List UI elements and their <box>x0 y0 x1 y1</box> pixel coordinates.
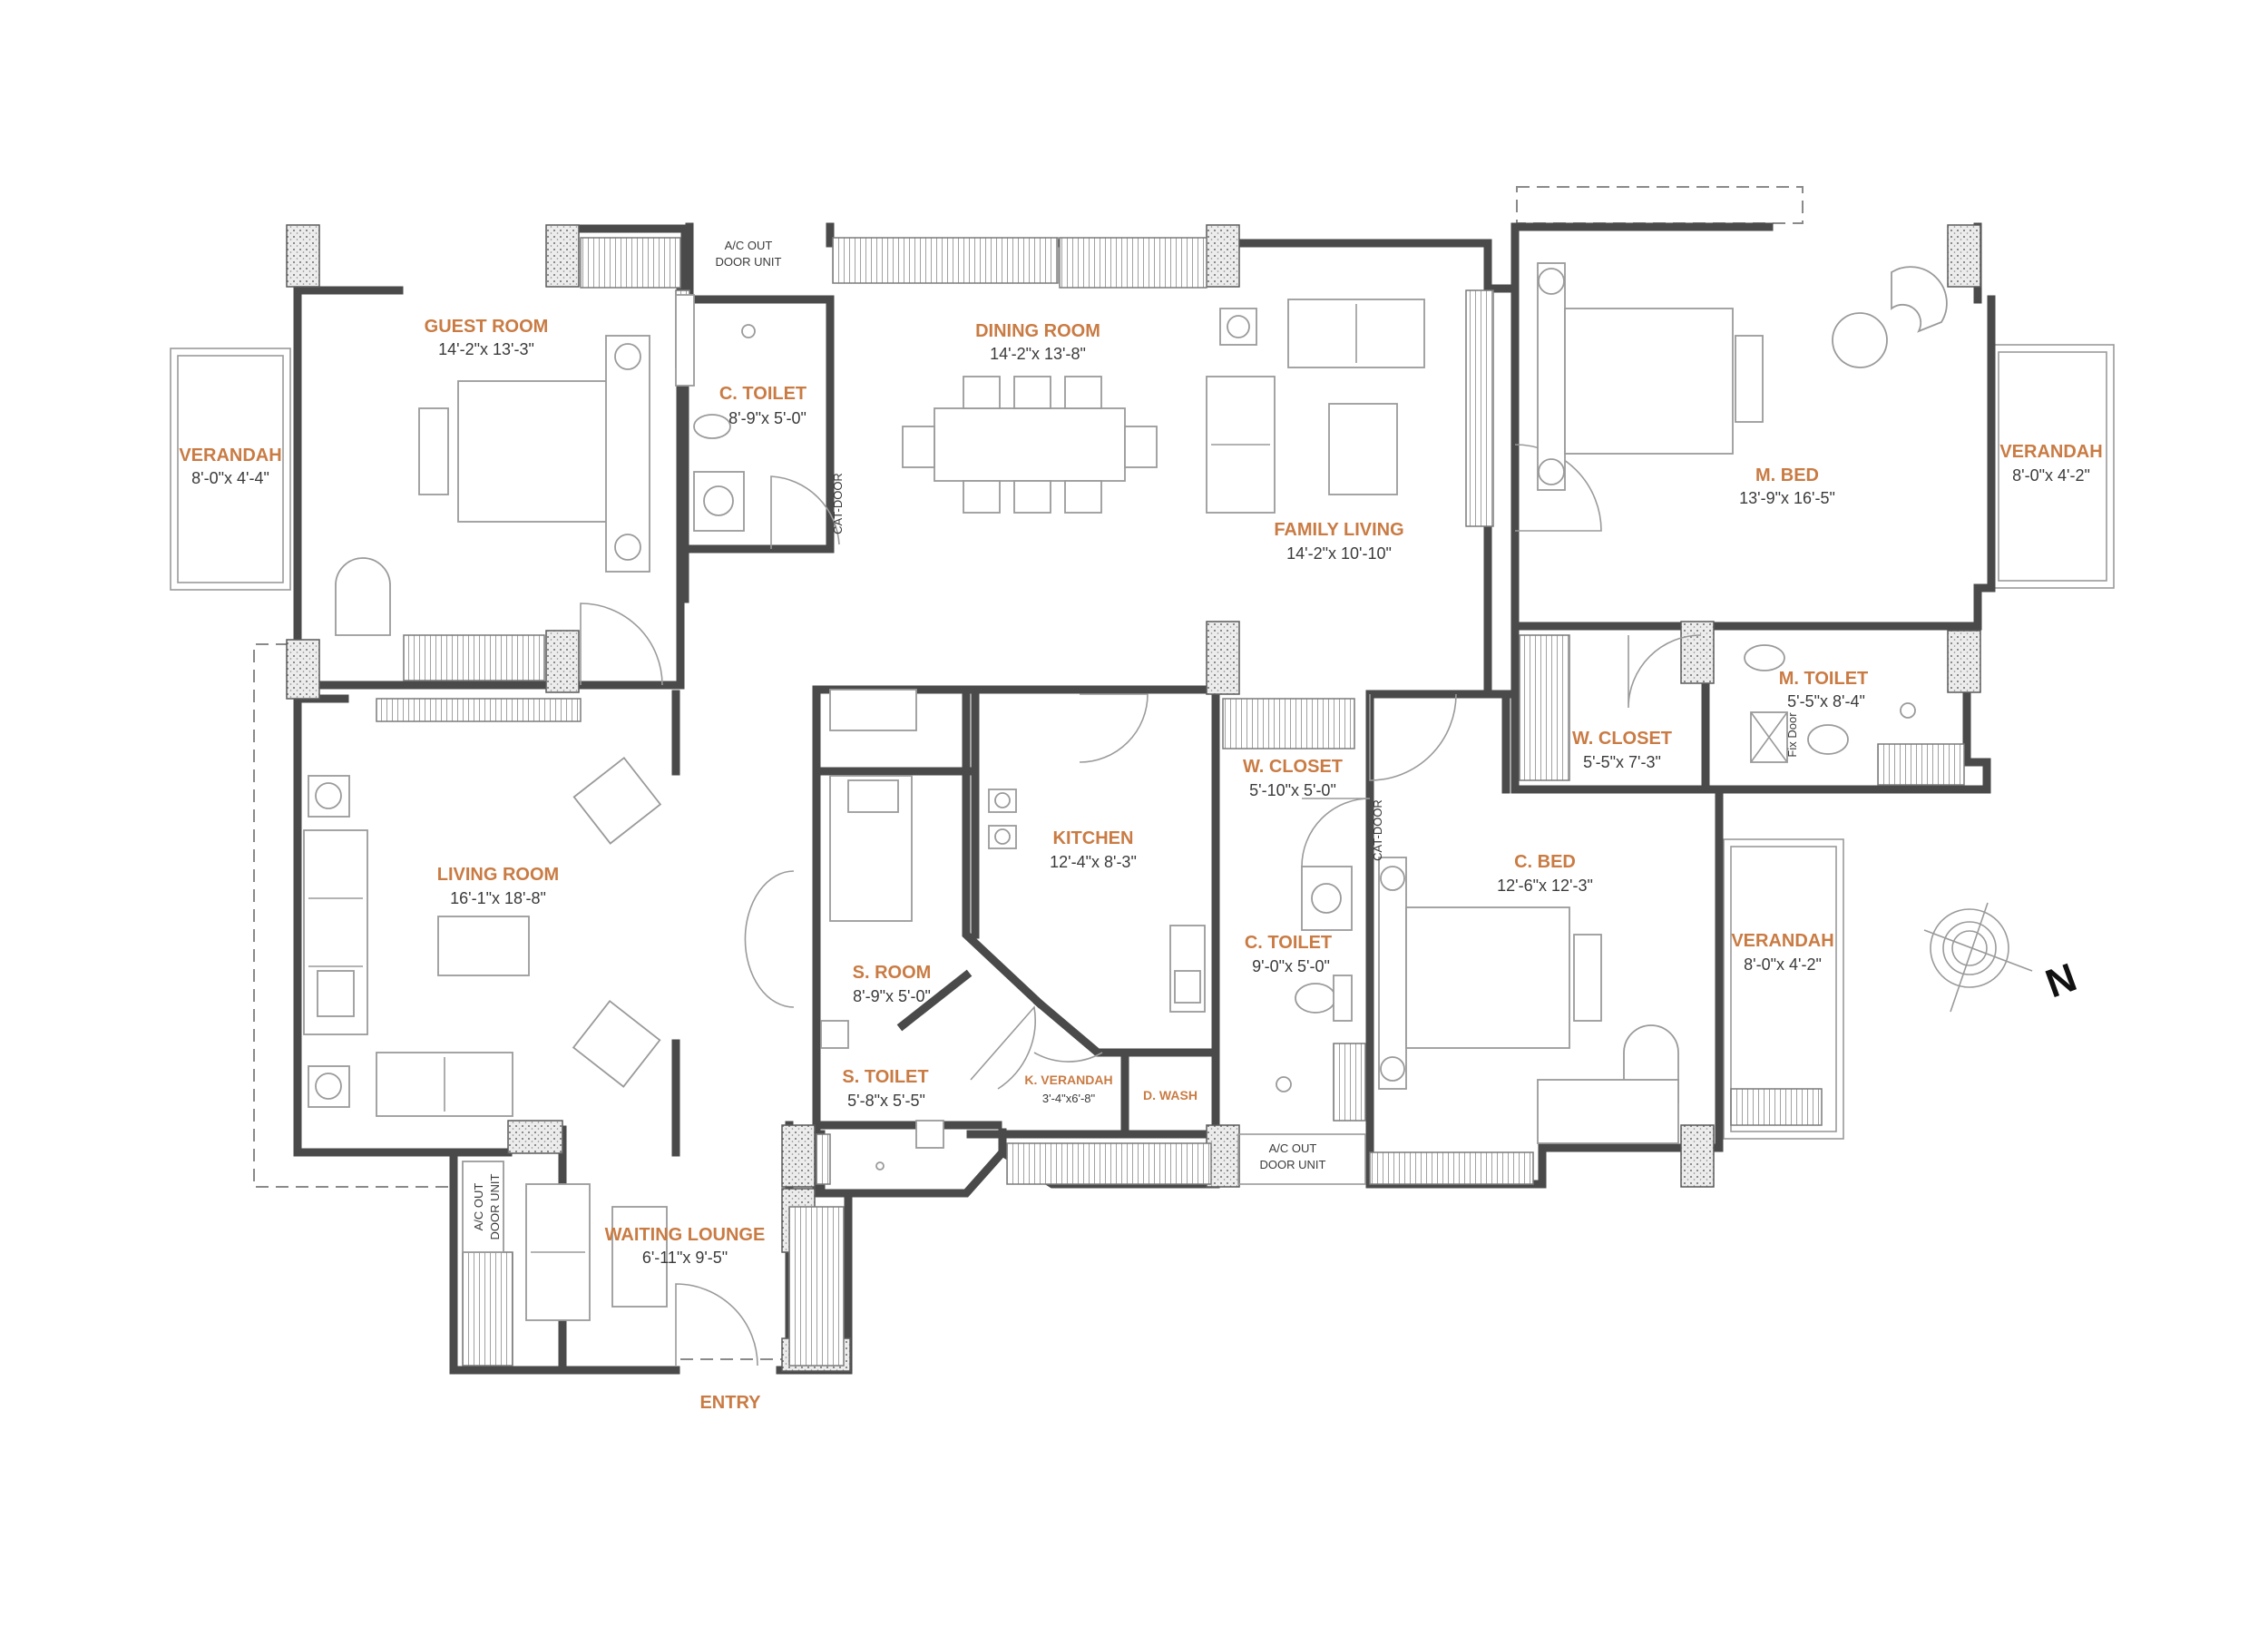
room-dim-kitchen: 12'-4"x 8'-3" <box>1050 853 1137 871</box>
room-dim-c-toilet-top: 8'-9"x 5'-0" <box>728 409 807 427</box>
fix-door-label: Fix Door <box>1785 712 1799 758</box>
room-dim-guest-room: 14'-2"x 13'-3" <box>438 340 534 358</box>
room-dim-s-room: 8'-9"x 5'-0" <box>853 987 931 1005</box>
cat-door-label-top: CAT-DOOR <box>831 473 845 534</box>
room-name-k-verandah: K. VERANDAH <box>1024 1073 1112 1087</box>
ac-unit-lounge-line2: DOOR UNIT <box>488 1173 502 1239</box>
furniture <box>303 262 1948 1321</box>
room-name-m-toilet: M. TOILET <box>1779 669 1869 689</box>
room-name-m-bed: M. BED <box>1755 465 1819 485</box>
ac-unit-top-line2: DOOR UNIT <box>716 255 782 269</box>
room-name-guest-room: GUEST ROOM <box>425 317 549 337</box>
room-name-s-toilet: S. TOILET <box>842 1067 928 1087</box>
d-wash-label: D. WASH <box>1143 1088 1198 1102</box>
room-name-waiting-lounge: WAITING LOUNGE <box>605 1225 766 1245</box>
room-dim-dining-room: 14'-2"x 13'-8" <box>990 345 1086 363</box>
room-name-kitchen: KITCHEN <box>1053 828 1134 848</box>
room-dim-verandah-left: 8'-0"x 4'-4" <box>191 469 269 487</box>
entry-label: ENTRY <box>699 1393 761 1413</box>
room-name-c-toilet-top: C. TOILET <box>719 384 807 404</box>
room-dim-verandah-right: 8'-0"x 4'-2" <box>2012 466 2090 485</box>
room-name-w-closet-cbed: W. CLOSET <box>1243 757 1343 777</box>
room-dim-w-closet-cbed: 5'-10"x 5'-0" <box>1249 781 1336 799</box>
room-dim-s-toilet: 5'-8"x 5'-5" <box>847 1092 925 1110</box>
columns <box>286 224 1981 1372</box>
cat-door-label-bottom: CAT-DOOR <box>1371 799 1384 861</box>
room-dim-living-room: 16'-1"x 18'-8" <box>450 889 546 907</box>
window-strips <box>376 237 1965 1367</box>
room-name-w-closet-master: W. CLOSET <box>1572 729 1672 749</box>
room-name-verandah-cbed: VERANDAH <box>1731 931 1833 951</box>
room-dim-k-verandah: 3'-4"x6'-8" <box>1042 1092 1096 1105</box>
room-name-c-bed: C. BED <box>1514 852 1576 872</box>
room-dim-verandah-cbed: 8'-0"x 4'-2" <box>1744 955 1822 974</box>
room-name-family-living: FAMILY LIVING <box>1274 520 1403 540</box>
room-dim-waiting-lounge: 6'-11"x 9'-5" <box>642 1249 728 1267</box>
ac-unit-bottom-line1: A/C OUT <box>1269 1141 1317 1155</box>
room-name-verandah-right: VERANDAH <box>1999 442 2102 462</box>
room-dim-w-closet-master: 5'-5"x 7'-3" <box>1583 753 1661 771</box>
north-label: N <box>2040 955 2083 1006</box>
room-dim-family-living: 14'-2"x 10'-10" <box>1286 544 1392 563</box>
room-dim-c-toilet-bottom: 9'-0"x 5'-0" <box>1252 957 1330 975</box>
room-dim-m-toilet: 5'-5"x 8'-4" <box>1787 692 1865 710</box>
room-name-dining-room: DINING ROOM <box>975 321 1100 341</box>
room-name-c-toilet-bottom: C. TOILET <box>1245 933 1332 953</box>
room-name-verandah-left: VERANDAH <box>179 446 281 465</box>
room-name-living-room: LIVING ROOM <box>437 865 559 885</box>
ac-unit-lounge-line1: A/C OUT <box>472 1183 485 1231</box>
room-dim-c-bed: 12'-6"x 12'-3" <box>1497 877 1593 895</box>
ac-unit-bottom-line2: DOOR UNIT <box>1260 1158 1326 1171</box>
compass-icon <box>1923 902 2033 1013</box>
room-name-s-room: S. ROOM <box>853 963 932 983</box>
doors <box>580 444 1702 1367</box>
room-labels: GUEST ROOM 14'-2"x 13'-3" VERANDAH 8'-0"… <box>179 317 2102 1267</box>
room-dim-m-bed: 13'-9"x 16'-5" <box>1739 489 1835 507</box>
ac-unit-top-line1: A/C OUT <box>725 239 773 252</box>
